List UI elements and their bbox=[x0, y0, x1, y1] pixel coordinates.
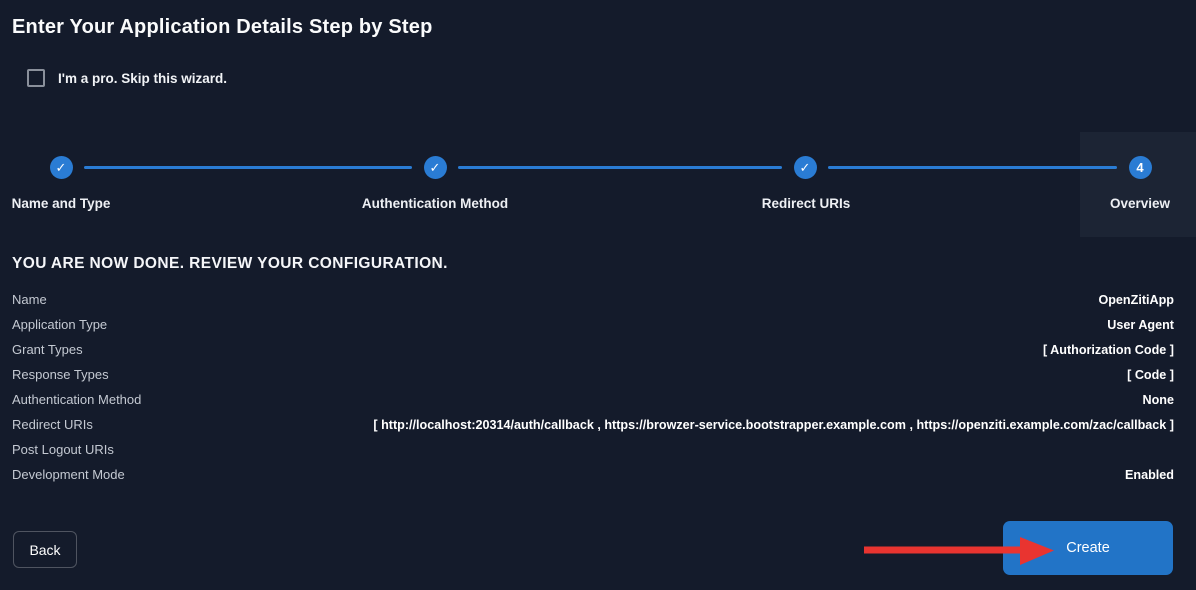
row-value: None bbox=[1142, 392, 1174, 407]
row-value: [ Code ] bbox=[1127, 367, 1174, 382]
review-row-development-mode: Development Mode Enabled bbox=[0, 462, 1196, 487]
row-value: OpenZitiApp bbox=[1098, 292, 1174, 307]
step-3-label: Redirect URIs bbox=[761, 196, 851, 211]
step-3-circle[interactable]: ✓ bbox=[793, 155, 817, 179]
review-row-grant-types: Grant Types [ Authorization Code ] bbox=[0, 337, 1196, 362]
step-2-label: Authentication Method bbox=[361, 196, 509, 211]
row-value: Enabled bbox=[1125, 467, 1174, 482]
page-title: Enter Your Application Details Step by S… bbox=[12, 16, 433, 38]
row-value: User Agent bbox=[1107, 317, 1174, 332]
step-1-label: Name and Type bbox=[11, 196, 111, 211]
review-list: Name OpenZitiApp Application Type User A… bbox=[0, 287, 1196, 487]
step-2-circle[interactable]: ✓ bbox=[423, 155, 447, 179]
wizard-stepper: ✓ ✓ ✓ 4 Name and Type Authentication Met… bbox=[0, 128, 1196, 240]
row-label: Authentication Method bbox=[12, 392, 142, 407]
current-step-highlight bbox=[1080, 132, 1196, 237]
review-heading: YOU ARE NOW DONE. REVIEW YOUR CONFIGURAT… bbox=[12, 255, 448, 272]
stepper-connector bbox=[828, 165, 1117, 169]
skip-wizard-checkbox[interactable] bbox=[27, 69, 45, 87]
skip-wizard-row: I'm a pro. Skip this wizard. bbox=[27, 69, 227, 87]
row-value: [ Authorization Code ] bbox=[1042, 342, 1174, 357]
check-icon: ✓ bbox=[799, 159, 811, 175]
row-value: [ http://localhost:20314/auth/callback ,… bbox=[373, 417, 1174, 432]
review-row-name: Name OpenZitiApp bbox=[0, 287, 1196, 312]
review-row-authentication-method: Authentication Method None bbox=[0, 387, 1196, 412]
review-row-redirect-uris: Redirect URIs [ http://localhost:20314/a… bbox=[0, 412, 1196, 437]
step-4-label: Overview bbox=[1109, 196, 1171, 211]
row-label: Development Mode bbox=[12, 467, 125, 482]
step-number: 4 bbox=[1136, 159, 1144, 175]
row-label: Redirect URIs bbox=[12, 417, 93, 432]
row-label: Name bbox=[12, 292, 47, 307]
row-label: Post Logout URIs bbox=[12, 442, 114, 457]
review-row-application-type: Application Type User Agent bbox=[0, 312, 1196, 337]
row-label: Response Types bbox=[12, 367, 109, 382]
review-row-response-types: Response Types [ Code ] bbox=[0, 362, 1196, 387]
stepper-connector bbox=[84, 165, 412, 169]
row-label: Grant Types bbox=[12, 342, 83, 357]
step-4-circle[interactable]: 4 bbox=[1128, 155, 1152, 179]
create-button[interactable]: Create bbox=[1003, 521, 1173, 575]
back-button[interactable]: Back bbox=[13, 531, 77, 568]
step-1-circle[interactable]: ✓ bbox=[49, 155, 73, 179]
stepper-connector bbox=[458, 165, 782, 169]
skip-wizard-label: I'm a pro. Skip this wizard. bbox=[58, 70, 227, 86]
check-icon: ✓ bbox=[429, 159, 441, 175]
row-label: Application Type bbox=[12, 317, 108, 332]
check-icon: ✓ bbox=[55, 159, 67, 175]
review-row-post-logout-uris: Post Logout URIs bbox=[0, 437, 1196, 462]
